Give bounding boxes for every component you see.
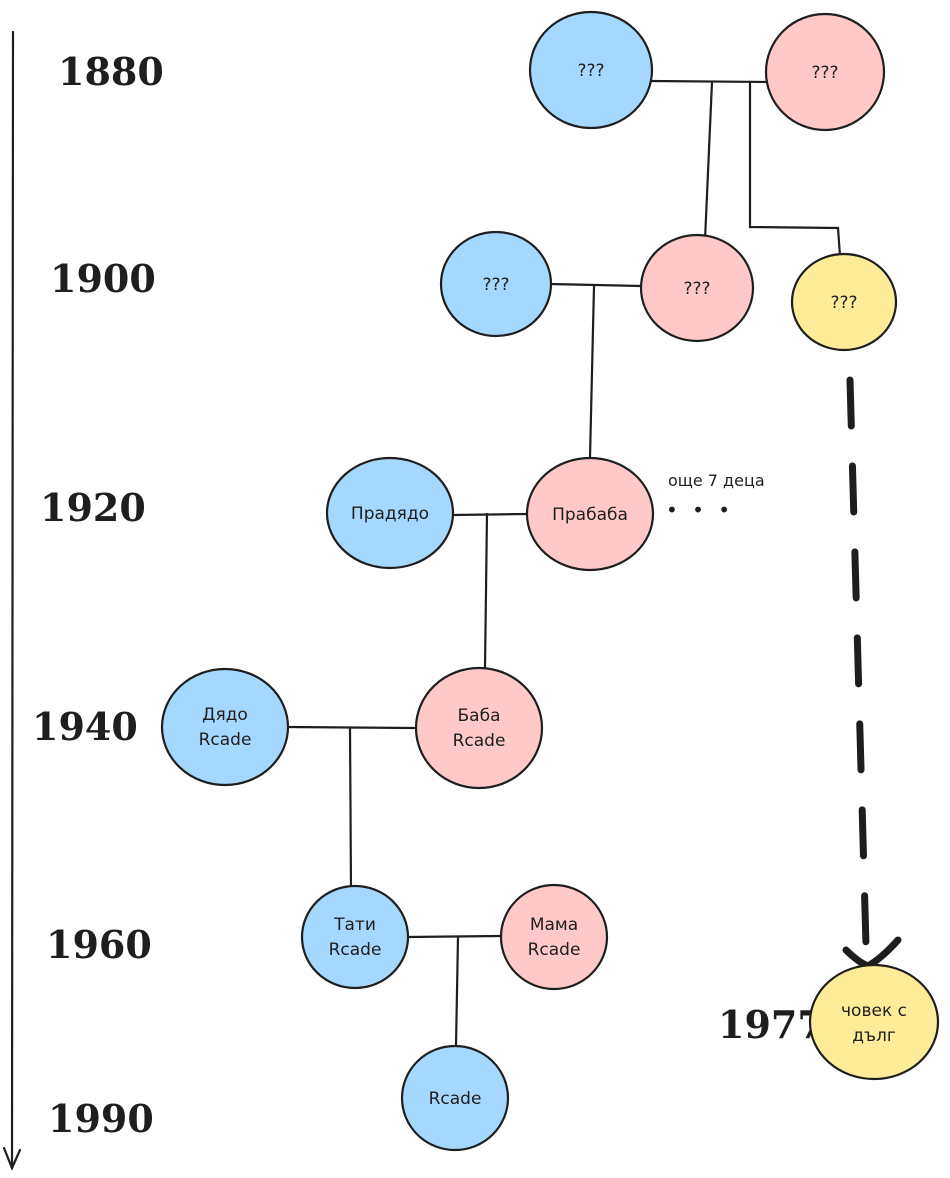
year-label-1920: 1920: [40, 485, 146, 530]
svg-text:Прадядо: Прадядо: [351, 504, 429, 524]
svg-text:Мама: Мама: [530, 915, 578, 935]
node-prababa: Прабаба: [525, 456, 655, 572]
svg-text:човек с: човек с: [841, 1001, 907, 1021]
svg-text:Прабаба: Прабаба: [552, 505, 628, 525]
dashed-arrow: [842, 376, 902, 970]
node-sibling-1900: ???: [790, 252, 898, 352]
node-rcade: Rcade: [400, 1044, 510, 1152]
year-label-1880: 1880: [58, 49, 164, 94]
svg-text:Rcade: Rcade: [429, 1089, 482, 1109]
svg-text:???: ???: [830, 293, 857, 313]
svg-text:Rcade: Rcade: [329, 940, 382, 960]
svg-text:Дядо: Дядо: [202, 705, 248, 725]
svg-text:???: ???: [577, 61, 604, 81]
svg-text:???: ???: [683, 279, 710, 299]
svg-text:Rcade: Rcade: [453, 731, 506, 751]
svg-text:Rcade: Rcade: [528, 940, 581, 960]
timeline-arrow: [2, 30, 22, 1171]
node-g-mother-1900: ???: [639, 233, 755, 343]
node-dyado: Дядо Rcade: [160, 667, 290, 787]
node-tati: Тати Rcade: [300, 884, 410, 990]
year-label-1940: 1940: [32, 704, 138, 749]
svg-text:???: ???: [811, 63, 838, 83]
svg-text:???: ???: [482, 275, 509, 295]
year-label-1900: 1900: [50, 256, 156, 301]
node-gg-father-1880: ???: [528, 10, 654, 130]
node-mama: Мама Rcade: [499, 883, 609, 991]
more-children-note: още 7 деца: [668, 471, 765, 490]
connectors: [286, 79, 842, 1048]
year-label-1977: 1977: [718, 1002, 824, 1047]
node-gg-mother-1880: ???: [764, 12, 886, 132]
node-person-with-debt: човек с дълг: [808, 963, 940, 1081]
node-pradyado: Прадядо: [325, 456, 455, 570]
node-baba: Баба Rcade: [414, 666, 544, 790]
year-label-1960: 1960: [46, 922, 152, 967]
svg-text:Тати: Тати: [333, 915, 376, 935]
year-label-1990: 1990: [48, 1096, 154, 1141]
svg-text:дълг: дълг: [852, 1026, 896, 1046]
svg-text:Баба: Баба: [458, 706, 501, 726]
ellipsis-mark: • • •: [666, 498, 734, 522]
svg-text:Rcade: Rcade: [199, 730, 252, 750]
node-g-father-1900: ???: [439, 230, 553, 338]
